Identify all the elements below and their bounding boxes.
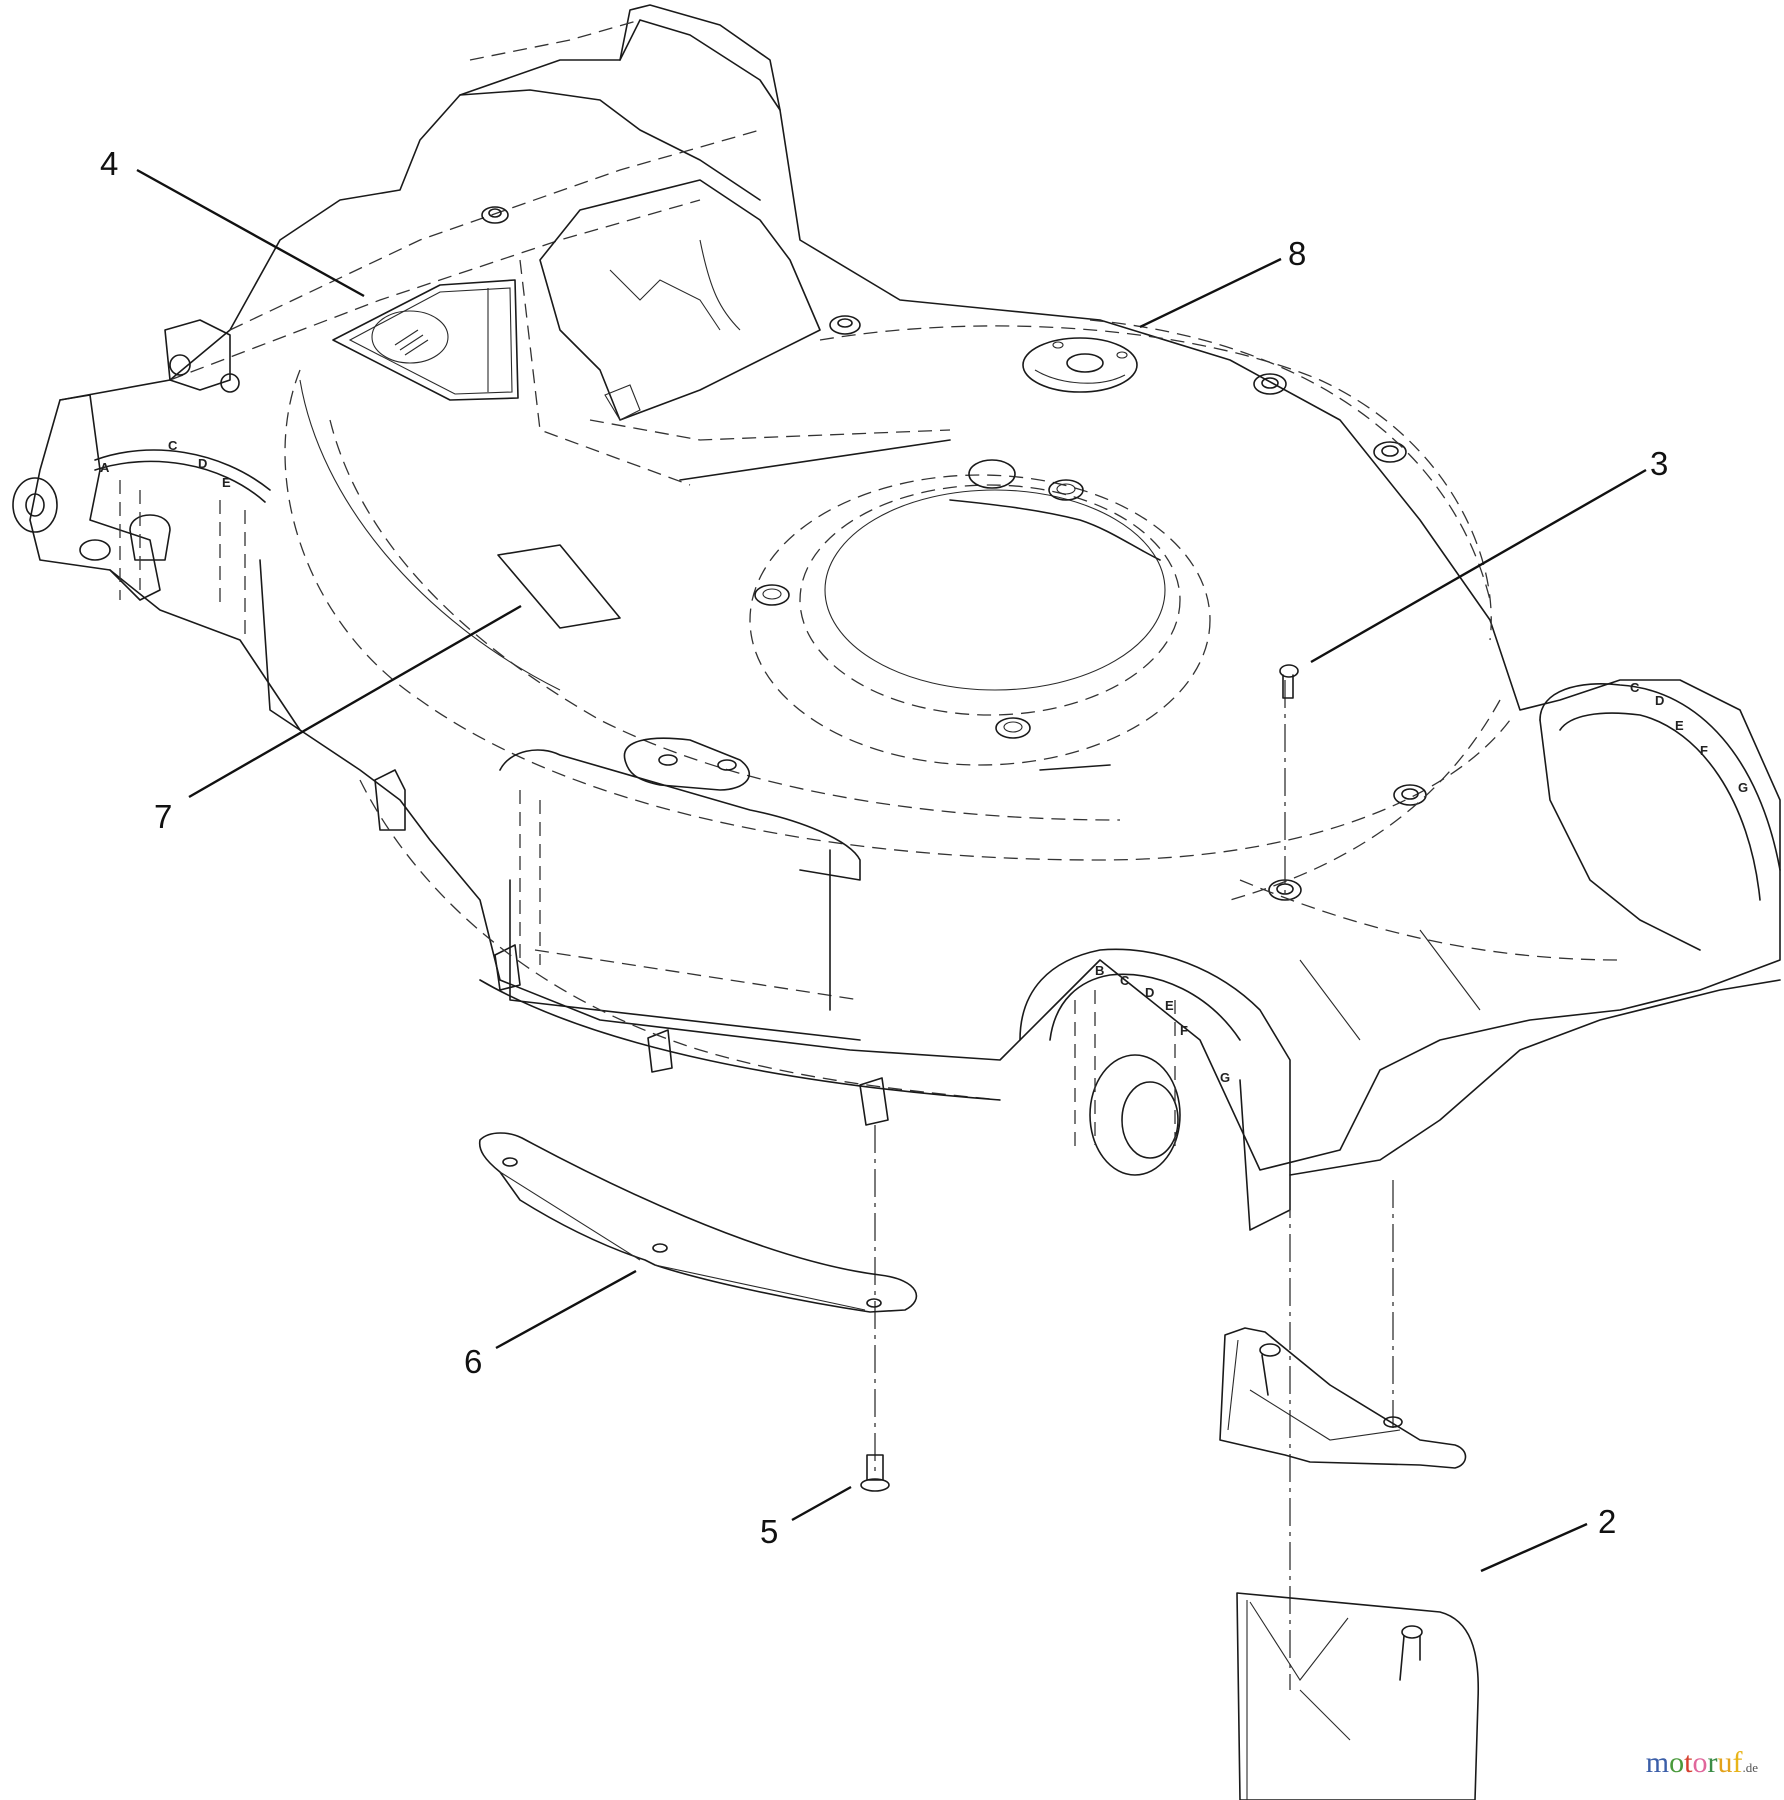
leader-2: [1480, 1522, 1588, 1573]
svg-text:A: A: [100, 460, 110, 475]
svg-text:E: E: [1675, 718, 1684, 733]
svg-text:D: D: [1655, 693, 1664, 708]
leader-5: [791, 1485, 852, 1522]
watermark-letter: o: [1669, 1746, 1685, 1779]
svg-text:C: C: [1630, 680, 1640, 695]
engine-mount-ring: [749, 459, 1211, 771]
watermark-letter: r: [1707, 1746, 1718, 1779]
svg-text:C: C: [168, 438, 178, 453]
svg-text:C: C: [1120, 973, 1130, 988]
mulch-plug-part-2: [1236, 1592, 1480, 1800]
watermark-logo: motoruf.de: [1646, 1746, 1758, 1780]
svg-text:B: B: [1095, 963, 1104, 978]
svg-text:D: D: [198, 456, 207, 471]
rear-height-adjuster: A C D E: [12, 319, 301, 731]
svg-text:G: G: [1220, 1070, 1230, 1085]
baffle-strip-part-6: [478, 1132, 918, 1313]
leader-3: [1310, 468, 1647, 664]
front-wheel-arch: B C D E F G: [1019, 948, 1291, 1231]
leader-6: [495, 1269, 637, 1350]
svg-text:E: E: [222, 475, 231, 490]
screw-part-5: [860, 1454, 890, 1492]
callout-5: 5: [760, 1513, 779, 1550]
deck-housing: A C D E: [12, 4, 1781, 1231]
screw-part-3: [1279, 664, 1299, 699]
svg-text:E: E: [1165, 998, 1174, 1013]
watermark-letter: o: [1692, 1746, 1708, 1779]
leader-7: [188, 604, 522, 799]
mulch-plug-upper: [1219, 1327, 1467, 1469]
wash-port-plug: [1022, 337, 1138, 393]
watermark-letter: t: [1684, 1746, 1693, 1779]
watermark-letter: f: [1732, 1746, 1743, 1779]
decal-7: [497, 544, 621, 629]
warning-decal: [332, 279, 519, 401]
leader-8: [1139, 257, 1282, 329]
callout-4: 4: [100, 145, 119, 182]
leader-4: [136, 168, 365, 298]
svg-text:F: F: [1180, 1023, 1188, 1038]
rear-right-wheel-arch: C D E F G: [1539, 680, 1781, 951]
side-vent-window: [499, 749, 861, 1041]
watermark-tld: .de: [1742, 1760, 1758, 1775]
watermark-letter: m: [1645, 1746, 1670, 1779]
svg-text:G: G: [1738, 780, 1748, 795]
callout-6: 6: [464, 1343, 483, 1380]
svg-text:D: D: [1145, 985, 1154, 1000]
callout-3: 3: [1650, 445, 1669, 482]
callout-7: 7: [154, 798, 173, 835]
svg-text:F: F: [1700, 743, 1708, 758]
callout-2: 2: [1598, 1503, 1617, 1540]
watermark-letter: u: [1717, 1746, 1733, 1779]
callout-8: 8: [1288, 235, 1307, 272]
